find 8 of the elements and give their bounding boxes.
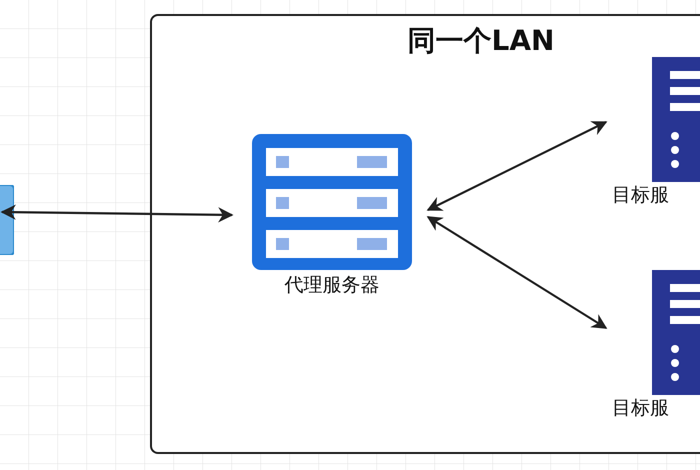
node-label: 目标服 bbox=[612, 183, 669, 208]
double-arrow bbox=[426, 121, 608, 211]
node-label: 目标服 bbox=[612, 396, 669, 421]
lan-group-box bbox=[150, 14, 700, 454]
group-title: 同一个LAN bbox=[406, 23, 556, 59]
node-label: 代理服务器 bbox=[284, 273, 380, 298]
double-arrow bbox=[426, 216, 608, 329]
double-arrow bbox=[0, 204, 234, 223]
